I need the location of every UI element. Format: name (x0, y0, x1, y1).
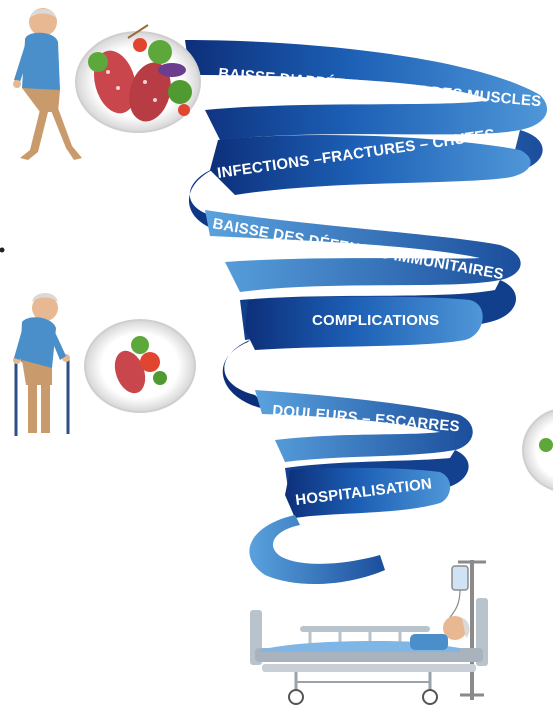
label-complications: COMPLICATIONS (312, 312, 439, 329)
iv-drip-icon (444, 560, 486, 700)
spiral-ribbon (185, 40, 548, 585)
hospital-bed-icon (250, 560, 488, 705)
ribbon-band-2 (210, 134, 531, 195)
walking-senior-icon (13, 8, 82, 160)
small-plate-icon (84, 319, 196, 413)
ribbon-band-4 (245, 296, 483, 350)
ribbon-band-3 (205, 210, 521, 292)
ribbon-band-1 (185, 40, 548, 140)
ribbon-fold-4 (222, 340, 270, 410)
ribbon-band-5 (255, 390, 473, 462)
ribbon-band-6 (285, 467, 451, 518)
ribbon-tail (249, 515, 385, 585)
full-plate-icon (75, 24, 201, 133)
senior-with-canes-icon (0, 247, 70, 436)
ribbon-fold-2 (188, 168, 225, 232)
bullet-dot (0, 247, 5, 253)
partial-plate-icon (522, 409, 553, 491)
